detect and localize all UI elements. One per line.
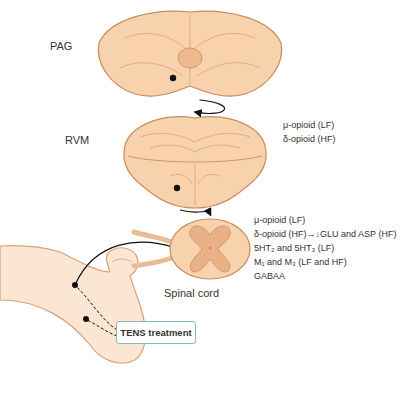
device-box: TENS treatment: [116, 321, 196, 344]
region-label: Spinal cord: [164, 287, 219, 299]
gray-matter: [190, 226, 231, 272]
spinal-cord-section: [168, 215, 253, 283]
electrode-dot: [83, 316, 89, 322]
fist-crease: [112, 259, 132, 262]
pag-region: [178, 48, 202, 68]
brain-section: RVM: [120, 112, 270, 210]
electrode-lead: [87, 320, 117, 336]
medulla-section: [120, 112, 270, 210]
dorsal-root: [134, 232, 172, 242]
cerebellum-border: [128, 156, 262, 162]
electrode-lead: [77, 287, 117, 330]
pag-dot: [170, 75, 176, 81]
region-label: PAG: [50, 40, 72, 52]
pathway-arrow: [180, 210, 211, 215]
receptor-label: GABAA: [254, 271, 285, 281]
spinal-cord-section: Spinal cord: [168, 215, 253, 283]
cord-outline: [170, 219, 250, 279]
arm-outline: [0, 246, 145, 363]
section-outline: [98, 11, 281, 96]
receptor-label: M₁ and M₃ (LF and HF): [254, 257, 347, 267]
receptor-label: μ-opioid (LF): [283, 120, 334, 130]
receptor-label: δ-opioid (HF)→↓GLU and ASP (HF): [254, 229, 396, 239]
afferent-nerve: [75, 242, 176, 285]
region-label: RVM: [65, 134, 89, 146]
folia: [140, 133, 250, 152]
midbrain-section: [95, 8, 285, 100]
receptor-label: μ-opioid (LF): [254, 215, 305, 225]
box-label: TENS treatment: [120, 328, 191, 338]
brain-section: PAG: [95, 8, 285, 100]
receptor-label: 5HT₂ and 5HT₃ (LF): [254, 243, 334, 253]
electrode-dot: [72, 282, 78, 288]
pathway-arrow: [195, 100, 225, 113]
rvm-dot: [174, 185, 180, 191]
section-outline: [124, 117, 266, 208]
section-detail: [125, 33, 255, 48]
section-detail: [170, 164, 220, 206]
central-canal: [209, 247, 212, 250]
ventral-root: [134, 258, 172, 266]
receptor-label: δ-opioid (HF): [283, 134, 336, 144]
